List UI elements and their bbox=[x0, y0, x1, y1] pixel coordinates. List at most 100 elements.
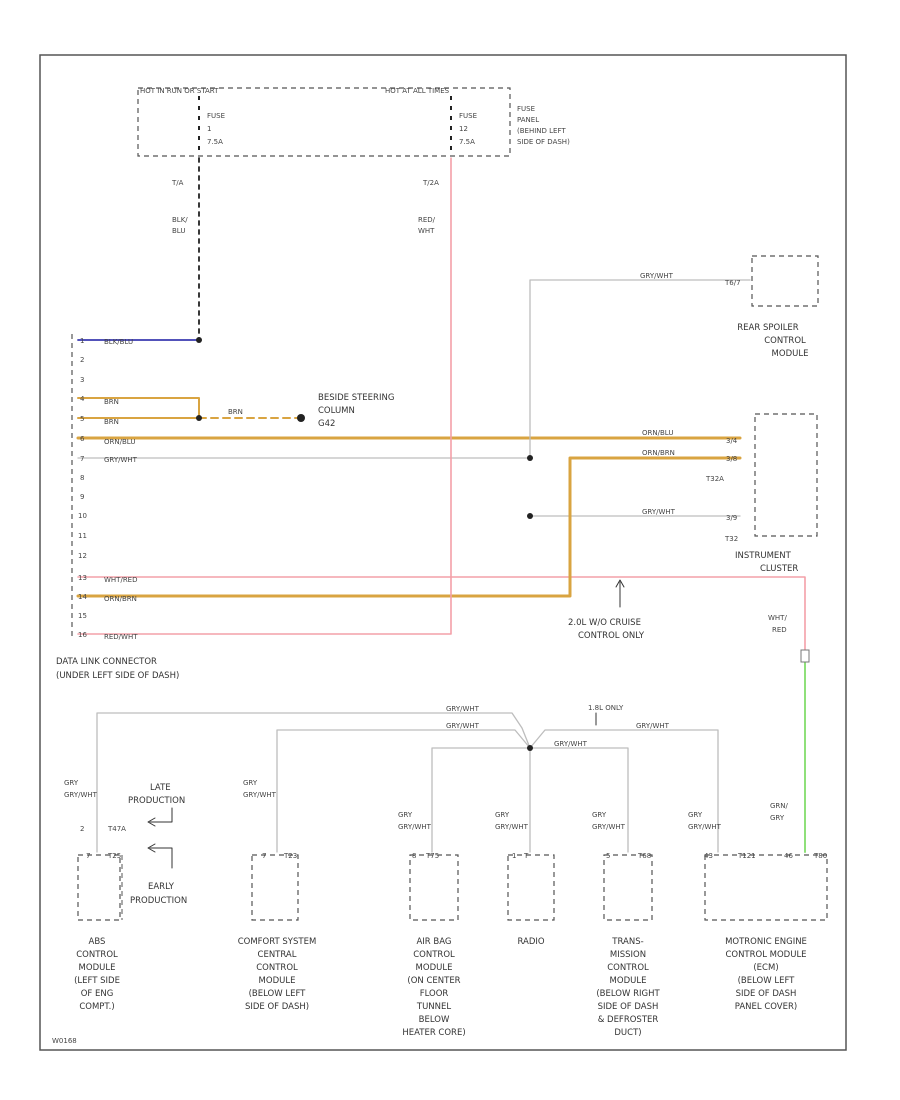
wire-bus-abs bbox=[96, 712, 531, 853]
engine-label-3: (BELOW LEFT bbox=[738, 976, 796, 986]
dlc-wire-pin14: ORN/BRN bbox=[104, 595, 137, 603]
fuse-panel-label-0: FUSE bbox=[517, 105, 535, 113]
dlc-pin-14: 14 bbox=[78, 593, 87, 601]
steering-wire-label: BRN bbox=[228, 408, 243, 416]
late-label-1: PRODUCTION bbox=[128, 796, 185, 806]
engine-label-1: CONTROL MODULE bbox=[725, 950, 806, 960]
engine-conn2: T80 bbox=[813, 852, 827, 860]
steering-label-0: BESIDE STEERING bbox=[318, 393, 394, 403]
note-18l: 1.8L ONLY bbox=[588, 704, 624, 712]
dlc-pin-12: 12 bbox=[78, 552, 87, 560]
wire-bus-engine bbox=[529, 729, 719, 853]
ground-g42-dot bbox=[297, 414, 305, 422]
junction-grywht-top bbox=[527, 455, 533, 461]
dlc-wire-pin16: RED/WHT bbox=[104, 633, 138, 641]
wire-ornbrn-pin14 bbox=[76, 456, 742, 598]
late-arrow bbox=[149, 807, 173, 823]
dlc-pin-13: 13 bbox=[78, 574, 87, 582]
radio-label-0: RADIO bbox=[517, 937, 544, 947]
engine-conn1: T121 bbox=[737, 852, 756, 860]
bus-wire-label-4: GRY/WHT bbox=[554, 740, 588, 748]
airbag-drop-1: GRY/WHT bbox=[398, 823, 432, 831]
junction-blkblu bbox=[196, 337, 202, 343]
wire-brn-pin4 bbox=[77, 397, 200, 417]
airbag-drop-0: GRY bbox=[398, 811, 413, 819]
cluster-label-1: CLUSTER bbox=[760, 564, 798, 574]
airbag-label-3: (ON CENTER bbox=[407, 976, 460, 986]
airbag-pin: 8 bbox=[412, 852, 416, 860]
comfort-pin: 7 bbox=[262, 852, 266, 860]
dlc-label-0: DATA LINK CONNECTOR bbox=[56, 657, 157, 667]
comfort-drop-0: GRY bbox=[243, 779, 258, 787]
cluster-label-0: INSTRUMENT bbox=[735, 551, 792, 561]
wires bbox=[76, 157, 806, 853]
junction-brn bbox=[196, 415, 202, 421]
engine-pin1: 43 bbox=[704, 852, 713, 860]
cluster-wire4-0: WHT/ bbox=[768, 614, 787, 622]
radio-module-box bbox=[507, 854, 555, 921]
trans-label-6: & DEFROSTER bbox=[598, 1015, 659, 1025]
rear-spoiler-wire: GRY/WHT bbox=[640, 272, 674, 280]
fuse1-pin-label: T/A bbox=[171, 179, 184, 187]
dlc-pin-11: 11 bbox=[78, 532, 87, 540]
abs-label-0: ABS bbox=[89, 937, 106, 947]
engine-pin2: 46 bbox=[784, 852, 793, 860]
airbag-module-box bbox=[409, 854, 459, 921]
diagram-frame bbox=[39, 54, 847, 1051]
wire-bus-airbag bbox=[431, 747, 531, 853]
cluster-pin1: 3/4 bbox=[726, 437, 738, 445]
cluster-note-0: 2.0L W/O CRUISE bbox=[568, 618, 641, 628]
trans-drop-0: GRY bbox=[592, 811, 607, 819]
trans-label-7: DUCT) bbox=[614, 1028, 641, 1038]
cluster-conn2: T32 bbox=[724, 535, 738, 543]
fuse-panel-label-2: (BEHIND LEFT bbox=[517, 127, 566, 135]
rear-spoiler-box bbox=[751, 255, 819, 307]
wire-blkblu-label-0: BLK/ bbox=[172, 216, 188, 224]
grn-wire-label-1: GRY bbox=[770, 814, 785, 822]
wire-blkblu-label-1: BLU bbox=[172, 227, 185, 235]
radio-pin: 1 bbox=[512, 852, 516, 860]
fuse-panel: HOT IN RUN OR START HOT AT ALL TIMES FUS… bbox=[137, 87, 570, 235]
airbag-label-1: CONTROL bbox=[413, 950, 455, 960]
abs-conn-b: T25 bbox=[107, 852, 121, 860]
abs-conn-a: T47A bbox=[107, 825, 126, 833]
dlc-label-1: (UNDER LEFT SIDE OF DASH) bbox=[56, 671, 179, 681]
wire-whtred-pin13 bbox=[77, 576, 806, 651]
fuse2-label-1: 12 bbox=[459, 125, 468, 133]
engine-label-4: SIDE OF DASH bbox=[736, 989, 797, 999]
wire-grywht-spoiler bbox=[529, 279, 751, 459]
rear-spoiler-module: GRY/WHT T6/7 REAR SPOILER CONTROL MODULE bbox=[640, 255, 819, 359]
airbag-label-5: TUNNEL bbox=[416, 1002, 452, 1012]
abs-drop-1: GRY/WHT bbox=[64, 791, 98, 799]
wire-redwht-label-1: WHT bbox=[418, 227, 435, 235]
comfort-label-1: CENTRAL bbox=[258, 950, 297, 960]
dlc-wire-pin13: WHT/RED bbox=[104, 576, 138, 584]
fuse-panel-box bbox=[137, 87, 511, 157]
footer-code: W0168 bbox=[52, 1037, 77, 1045]
engine-drop-1: GRY/WHT bbox=[688, 823, 722, 831]
trans-conn: T68 bbox=[637, 852, 651, 860]
airbag-label-2: MODULE bbox=[416, 963, 453, 973]
cluster-wire2: ORN/BRN bbox=[642, 449, 675, 457]
bottom-modules: 7 T25 ABS CONTROL MODULE (LEFT SIDE OF E… bbox=[74, 852, 828, 1038]
dlc-pin-9: 9 bbox=[80, 493, 84, 501]
abs-drop-0: GRY bbox=[64, 779, 79, 787]
fuse-panel-label-3: SIDE OF DASH) bbox=[517, 138, 570, 146]
dlc-wire-pin1: BLK/BLU bbox=[104, 338, 133, 346]
dlc-wire-pin5: BRN bbox=[104, 418, 119, 426]
cluster-note-1: CONTROL ONLY bbox=[578, 631, 645, 641]
fuse2-pin-label: T/2A bbox=[422, 179, 439, 187]
instrument-cluster: ORN/BLU 3/4 ORN/BRN 3/8 T32A GRY/WHT 3/9… bbox=[568, 413, 818, 663]
early-label-0: EARLY bbox=[148, 882, 175, 892]
airbag-label-0: AIR BAG bbox=[416, 937, 451, 947]
hot-all-times-label: HOT AT ALL TIMES bbox=[385, 87, 450, 95]
cluster-wire3: GRY/WHT bbox=[642, 508, 676, 516]
grn-wire-label-0: GRN/ bbox=[770, 802, 789, 810]
comfort-label-5: SIDE OF DASH) bbox=[245, 1002, 309, 1012]
comfort-label-2: CONTROL bbox=[256, 963, 298, 973]
rear-spoiler-label-2: MODULE bbox=[772, 349, 809, 359]
abs-label-5: COMPT.) bbox=[79, 1002, 114, 1012]
engine-label-2: (ECM) bbox=[753, 963, 778, 973]
early-label-1: PRODUCTION bbox=[130, 896, 187, 906]
